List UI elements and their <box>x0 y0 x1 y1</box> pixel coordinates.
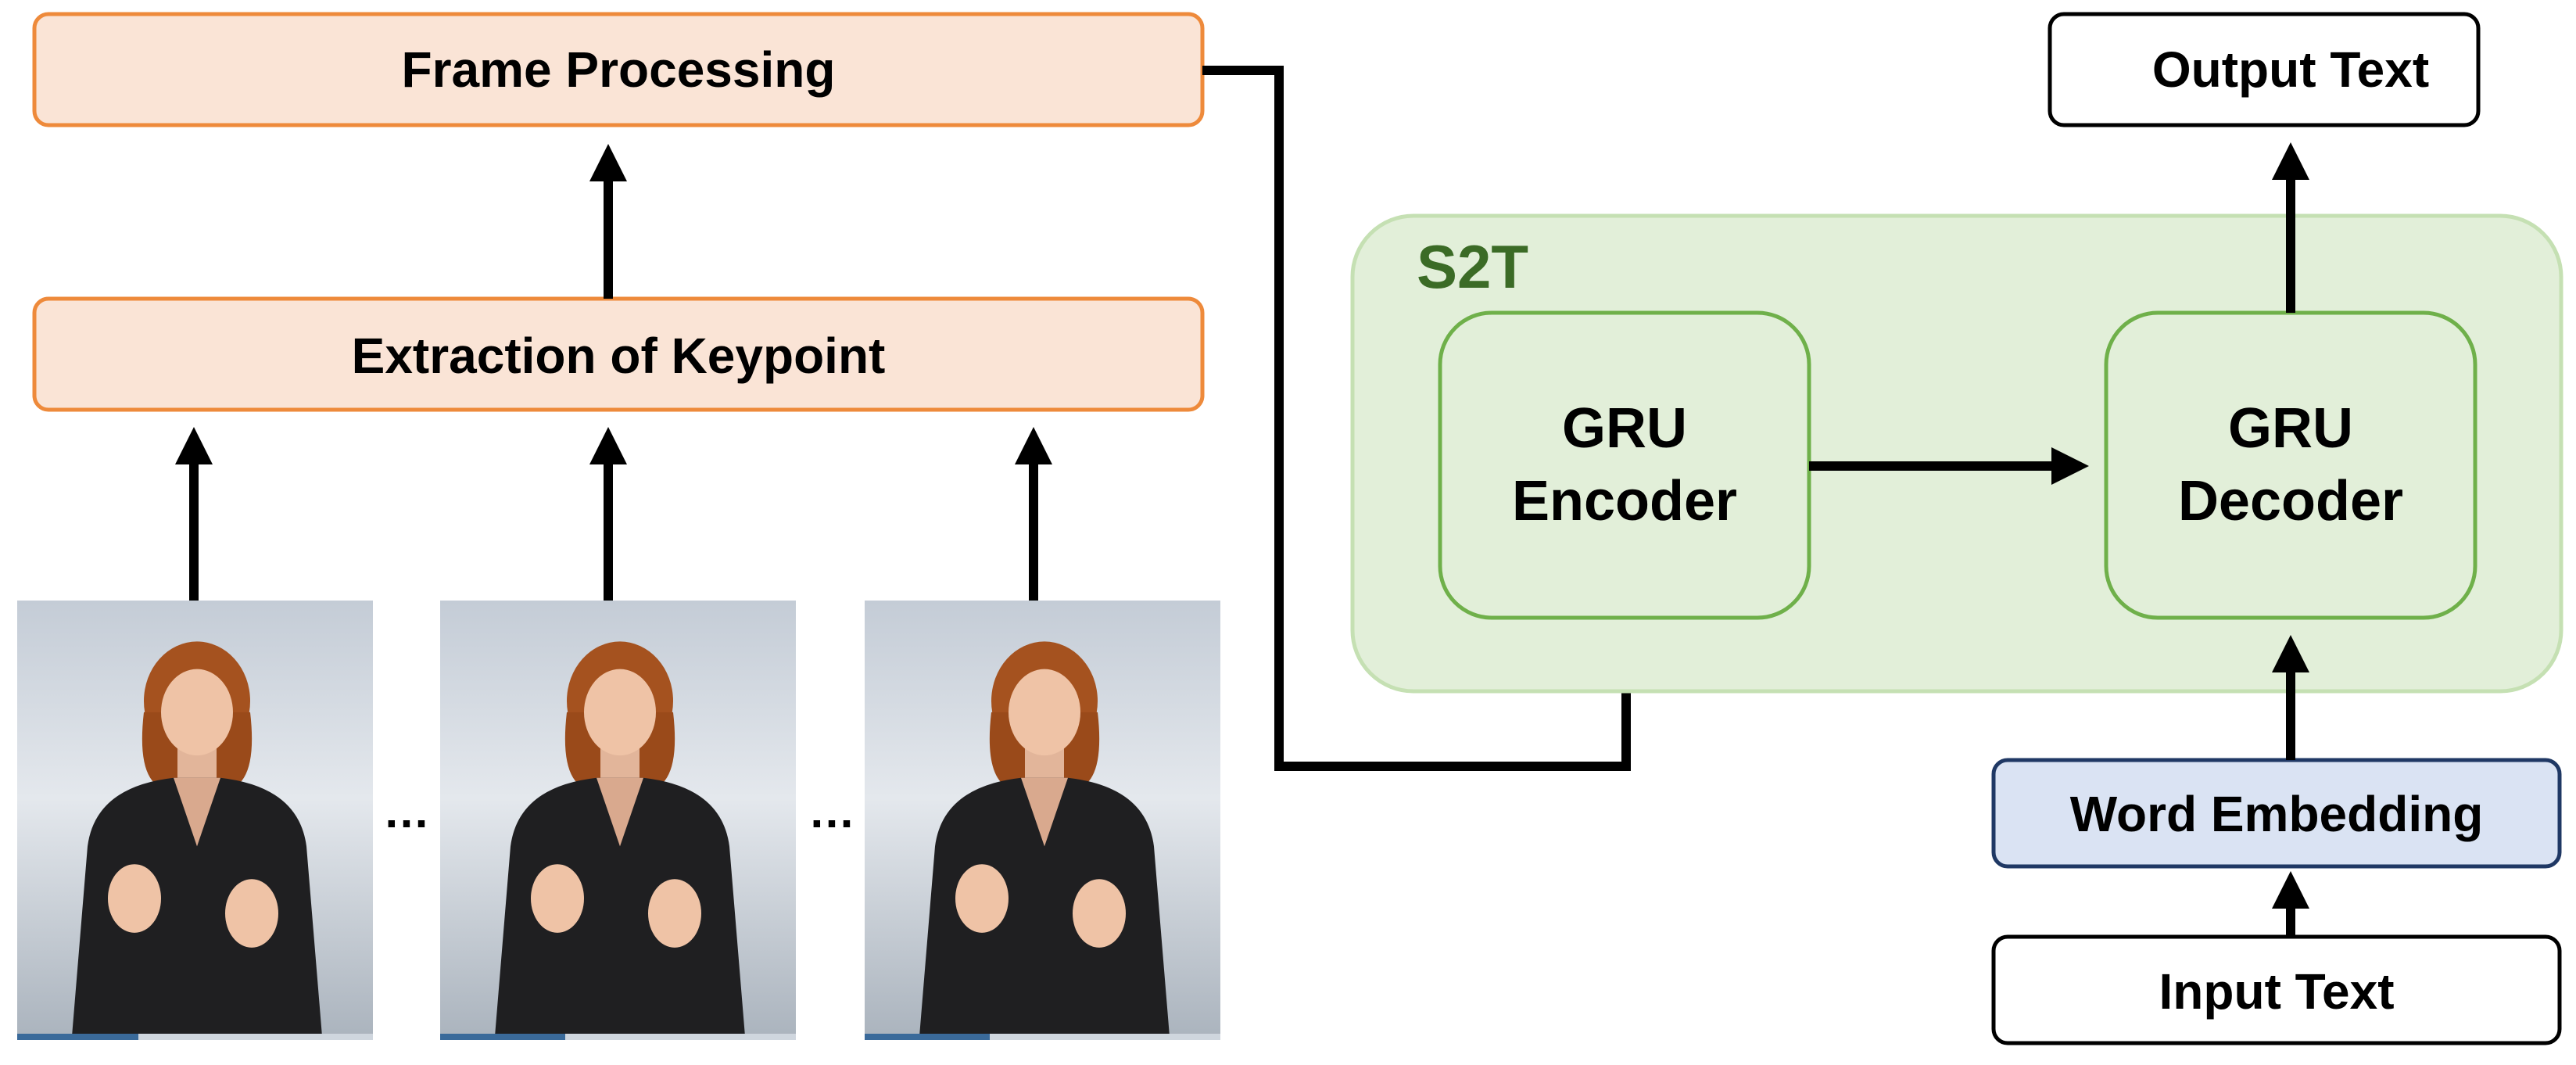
connector-frame-processing-to-encoder <box>1202 66 1645 771</box>
s2t-title: S2T <box>1417 232 1528 301</box>
frame-processing-label: Frame Processing <box>402 41 836 98</box>
frame-gap-ellipsis-2: … <box>808 785 855 837</box>
word-embedding-label: Word Embedding <box>2070 786 2484 842</box>
word-embedding-box <box>1991 758 2562 869</box>
gru-decoder-box <box>2104 310 2477 620</box>
keypoint-extraction-box <box>32 296 1205 412</box>
output-text-box <box>2048 12 2481 127</box>
frame-gap-ellipsis-1: … <box>383 785 430 837</box>
sign-language-frame-1 <box>17 601 373 1040</box>
gru-encoder-label-line2: Encoder <box>1512 470 1737 532</box>
gru-decoder-label-line2: Decoder <box>2178 470 2403 532</box>
output-text-label: Output Text <box>2152 41 2429 98</box>
sign-language-frame-2 <box>440 601 796 1040</box>
gru-encoder-box <box>1438 310 1811 620</box>
input-text-label: Input Text <box>2159 963 2395 1020</box>
input-text-box <box>1991 934 2562 1045</box>
keypoint-extraction-label: Extraction of Keypoint <box>352 328 886 384</box>
sign-language-frame-3 <box>865 601 1220 1040</box>
gru-encoder-label-line1: GRU <box>1562 397 1687 460</box>
gru-decoder-label-line1: GRU <box>2228 397 2353 460</box>
